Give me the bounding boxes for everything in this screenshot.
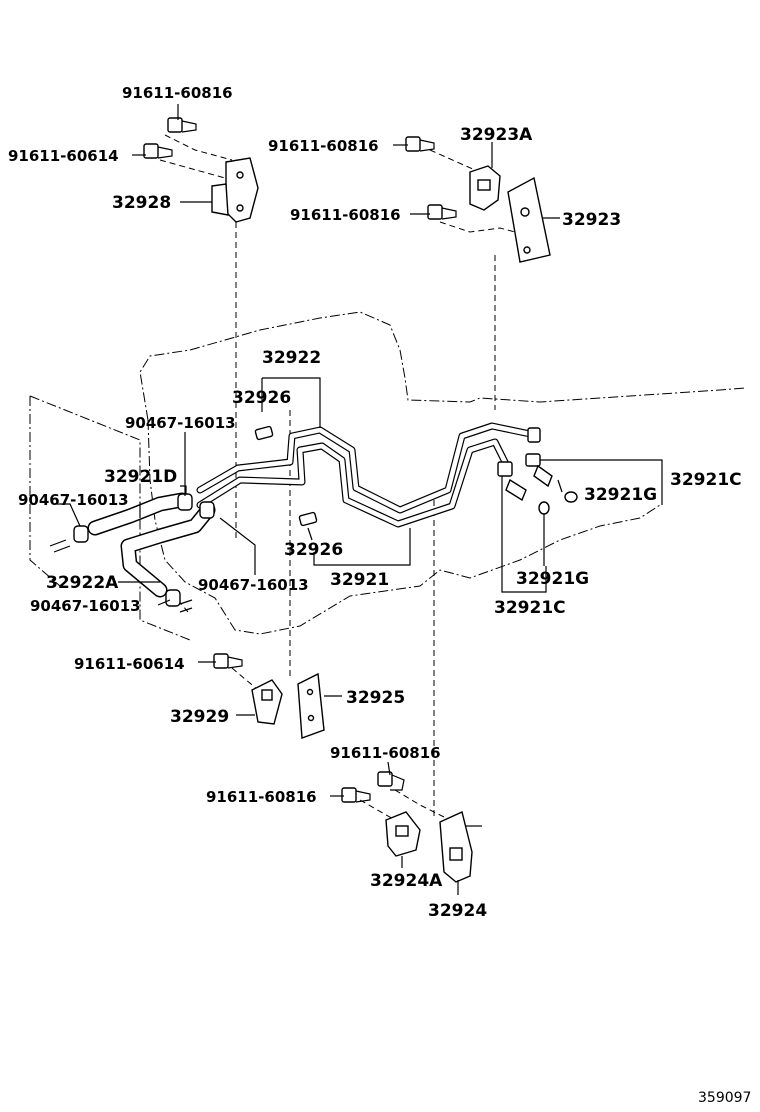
bracket-32929-icon bbox=[251, 679, 283, 725]
hose-32922A-icon bbox=[120, 502, 216, 598]
label-bolt-91611-60816: 91611-60816 bbox=[330, 744, 441, 762]
label-gasket-32921G: 32921G bbox=[584, 485, 657, 505]
label-bolt-91611-60816: 91611-60816 bbox=[268, 137, 379, 155]
label-bracket-32929: 32929 bbox=[170, 707, 229, 727]
bolt-icon bbox=[143, 143, 173, 159]
label-bracket-32924A: 32924A bbox=[370, 871, 443, 891]
bracket-32923-icon bbox=[507, 176, 551, 263]
bolt-icon bbox=[213, 653, 243, 669]
bracket-32924-icon bbox=[439, 811, 482, 883]
label-hose-32921D: 32921D bbox=[104, 467, 177, 487]
label-sleeve-32926: 32926 bbox=[284, 540, 343, 560]
bolt-icon bbox=[405, 136, 435, 152]
bolt-icon bbox=[377, 771, 405, 791]
bracket-32928-icon bbox=[211, 157, 259, 223]
label-bolt-91611-60816: 91611-60816 bbox=[206, 788, 317, 806]
label-bracket-32923: 32923 bbox=[562, 210, 621, 230]
tube-32921-icon bbox=[196, 438, 509, 528]
transmission-outline bbox=[29, 311, 746, 641]
label-clip-90467-16013: 90467-16013 bbox=[30, 597, 141, 615]
bolt-icon bbox=[341, 787, 371, 803]
label-tube-set-32922: 32922 bbox=[262, 348, 321, 368]
bolt-icon bbox=[167, 117, 197, 133]
sleeve-32926-icon bbox=[254, 425, 318, 527]
gasket-32921G-icon bbox=[538, 491, 578, 515]
bolt-icon bbox=[427, 204, 457, 220]
label-pipe-32921C: 32921C bbox=[670, 470, 742, 490]
tube-32922-icon bbox=[196, 422, 539, 514]
label-bracket-32924: 32924 bbox=[428, 901, 487, 921]
leader-lines bbox=[55, 104, 663, 895]
label-bracket-32928: 32928 bbox=[112, 193, 171, 213]
label-pipe-32921C: 32921C bbox=[494, 598, 566, 618]
hose-clip-icon bbox=[49, 493, 215, 613]
label-gasket-32921G: 32921G bbox=[516, 569, 589, 589]
label-bracket-32923A: 32923A bbox=[460, 125, 533, 145]
bracket-32923A-icon bbox=[469, 165, 501, 211]
label-sleeve-32926: 32926 bbox=[232, 388, 291, 408]
bracket-32925-icon bbox=[297, 672, 325, 739]
label-bracket-32925: 32925 bbox=[346, 688, 405, 708]
bracket-32924A-icon bbox=[385, 811, 421, 857]
fitting-icon bbox=[497, 427, 553, 502]
label-clip-90467-16013: 90467-16013 bbox=[125, 414, 236, 432]
label-bolt-91611-60614: 91611-60614 bbox=[74, 655, 185, 673]
label-tube-32921: 32921 bbox=[330, 570, 389, 590]
label-clip-90467-16013: 90467-16013 bbox=[198, 576, 309, 594]
label-bolt-91611-60614: 91611-60614 bbox=[8, 147, 119, 165]
label-bolt-91611-60816: 91611-60816 bbox=[122, 84, 233, 102]
label-clip-90467-16013: 90467-16013 bbox=[18, 491, 129, 509]
label-bolt-91611-60816: 91611-60816 bbox=[290, 206, 401, 224]
hose-32921D-icon bbox=[87, 492, 190, 536]
reference-number: 359097 bbox=[698, 1090, 751, 1106]
label-hose-32922A: 32922A bbox=[46, 573, 119, 593]
